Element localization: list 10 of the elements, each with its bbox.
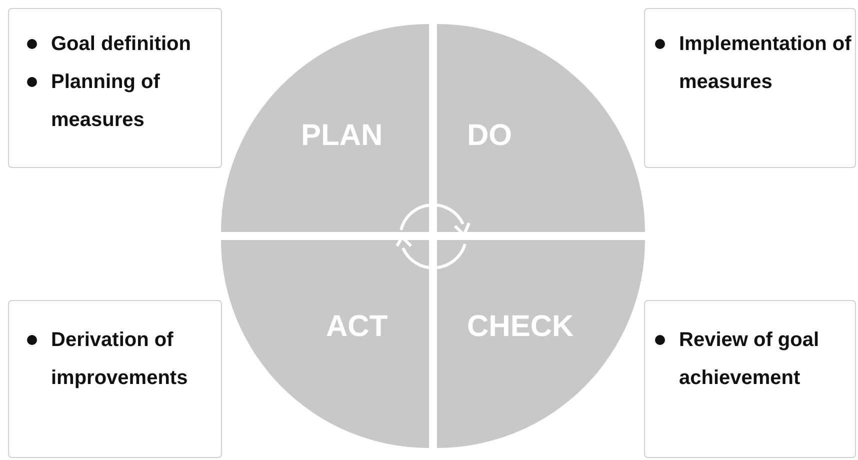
text-card [8,8,222,168]
text-card [644,300,856,458]
bullet-item: Implementation of measures [653,25,853,101]
text-card [644,8,856,168]
bullet-item: Planning of measures [25,63,215,139]
quarter-circle [221,24,429,232]
bullet-item: Goal definition [25,25,215,63]
text-card [8,300,222,458]
bullet-item: Review of goal achievement [653,321,853,397]
bullet-item: Derivation of improvements [25,321,220,397]
